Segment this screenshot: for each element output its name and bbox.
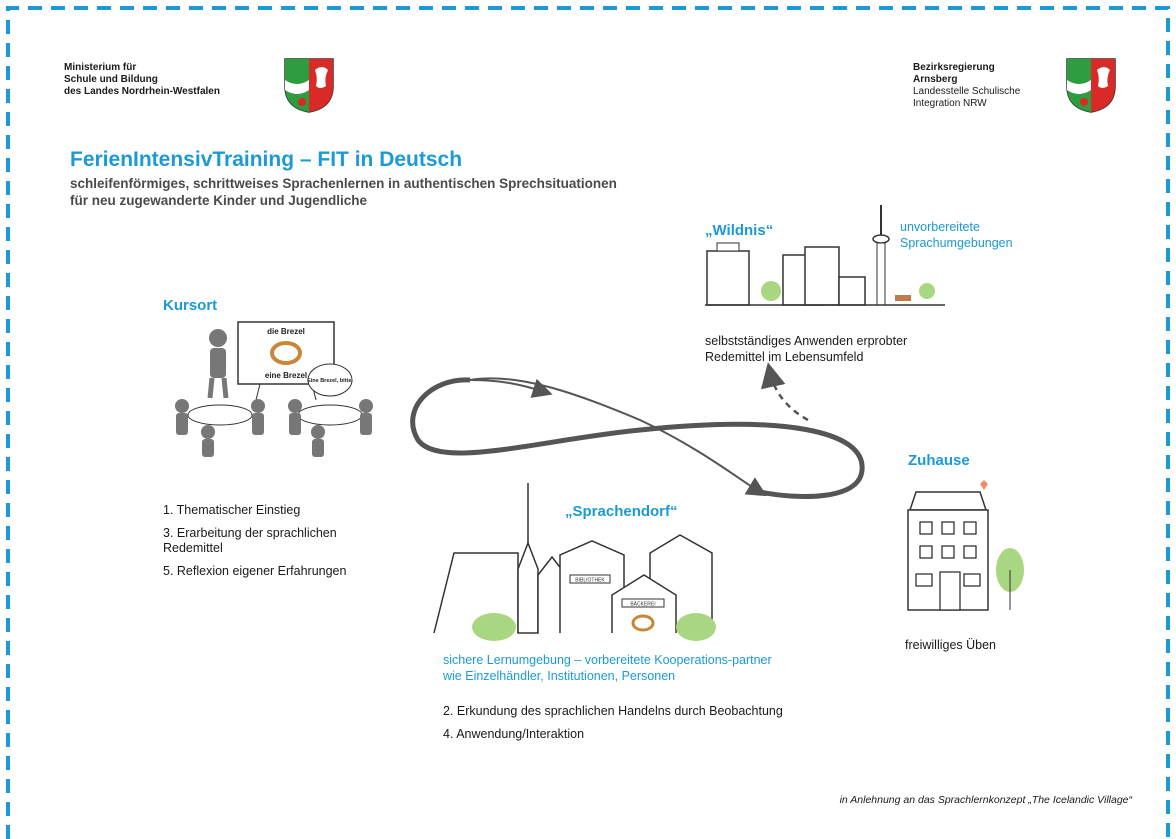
pretzel-icon	[631, 614, 655, 632]
step-item: 1. Thematischer Einstieg	[163, 503, 301, 517]
house-illustration	[907, 480, 1024, 611]
step-item: 4. Anwendung/Interaktion	[443, 727, 585, 741]
zuhause-desc: freiwilliges Üben	[905, 638, 997, 652]
loop-path	[410, 377, 865, 500]
nrw-coat-of-arms-icon	[1066, 58, 1116, 113]
loop-path	[469, 378, 553, 398]
board-word-top: die Brezel	[267, 327, 305, 336]
step-item: 2. Erkundung des sprachlichen Handelns d…	[443, 704, 783, 718]
footer-note: in Anlehnung an das Sprachlernkonzept „T…	[839, 794, 1132, 806]
classroom-illustration: die Brezel eine Brezel Eine Brezel, bitt…	[175, 321, 373, 457]
sprachendorf-label: „Sprachendorf“	[565, 503, 678, 520]
kursort-steps: 1. Thematischer Einstieg 3. Erarbeitung …	[163, 503, 393, 587]
village-illustration: BIBLIOTHEK BÄCKEREI	[433, 483, 716, 641]
wildnis-desc: selbstständiges Anwenden erprobter Redem…	[705, 334, 908, 364]
step-item: 5. Reflexion eigener Erfahrungen	[163, 564, 347, 578]
step-item: 3. Erarbeitung der sprachlichen Redemitt…	[163, 526, 337, 555]
wildnis-label: „Wildnis“	[705, 222, 774, 239]
sprachendorf-note: sichere Lernumgebung – vorbereitete Koop…	[443, 653, 772, 683]
city-illustration	[705, 205, 945, 306]
ministry-name: Ministerium für Schule und Bildung des L…	[64, 62, 220, 97]
heart-icon	[980, 480, 988, 490]
pretzel-icon	[270, 341, 302, 365]
authority-name: Bezirksregierung Arnsberg Landesstelle S…	[913, 62, 1021, 109]
nrw-coat-of-arms-icon	[284, 58, 334, 113]
bakery-sign: BÄCKEREI	[630, 601, 655, 608]
page-title: FerienIntensivTraining – FIT in Deutsch	[70, 148, 463, 171]
page-subtitle: schleifenförmiges, schrittweises Sprache…	[70, 176, 617, 208]
wildnis-note: unvorbereitete Sprachumgebungen	[900, 220, 1013, 250]
wildnis-dashed-arrow	[760, 362, 809, 422]
library-sign: BIBLIOTHEK	[575, 578, 605, 584]
board-word-bottom: eine Brezel	[265, 371, 307, 380]
zuhause-label: Zuhause	[908, 452, 970, 469]
speech-bubble-icon	[307, 363, 353, 397]
kursort-label: Kursort	[163, 297, 218, 314]
loop-path	[469, 377, 767, 497]
sprachendorf-steps: 2. Erkundung des sprachlichen Handelns d…	[443, 704, 863, 750]
speech-text: Eine Brezel, bitte.	[307, 378, 353, 384]
